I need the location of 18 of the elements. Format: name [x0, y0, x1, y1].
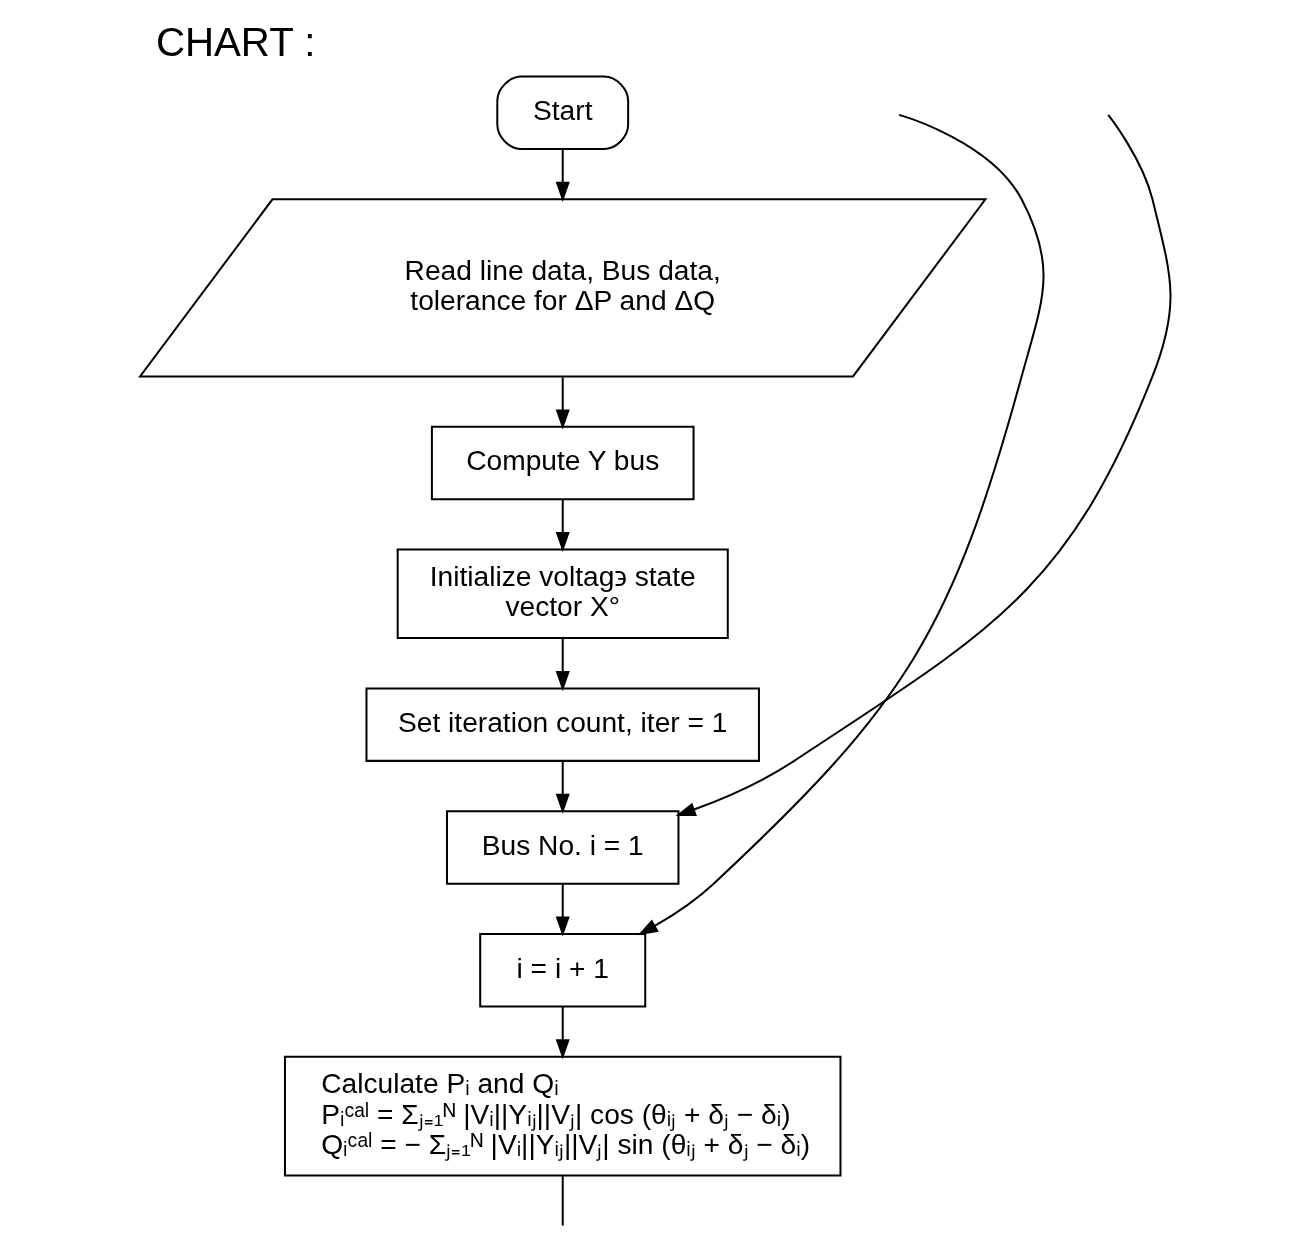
arrow: [555, 1006, 570, 1060]
arrow: [555, 499, 570, 553]
arrow: [675, 114, 1172, 817]
node-box: Calculate Pᵢ and Qᵢ Pᵢᶜᵃˡ = Σⱼ₌₁ᴺ |Vᵢ||Yᵢⱼ||Vⱼ| cos (θᵢⱼ + δⱼ − δᵢ) Qᵢᶜᵃˡ = − Σⱼ₌₁ᴺ |Vᵢ||Yᵢⱼ||Vⱼ| sin (θᵢⱼ + δⱼ − δᵢ): [283, 1055, 842, 1177]
node-box: Initialize voltag϶ state vector X°: [396, 548, 729, 640]
node-box: Start: [496, 75, 630, 150]
arrow: [555, 377, 570, 430]
connector: [561, 1175, 564, 1226]
arrow: [555, 638, 570, 692]
arrow: [555, 761, 570, 814]
arrow: [555, 149, 570, 202]
diagram-title: CHART :: [155, 20, 316, 66]
arrow: [555, 883, 570, 937]
node-box: Set iteration count, iter = 1: [365, 687, 760, 762]
node-box: i = i + 1: [479, 932, 647, 1008]
arrow: [637, 113, 1045, 936]
node-box: Compute Y bus: [430, 425, 695, 501]
node-box: Bus No. i = 1: [446, 810, 680, 885]
